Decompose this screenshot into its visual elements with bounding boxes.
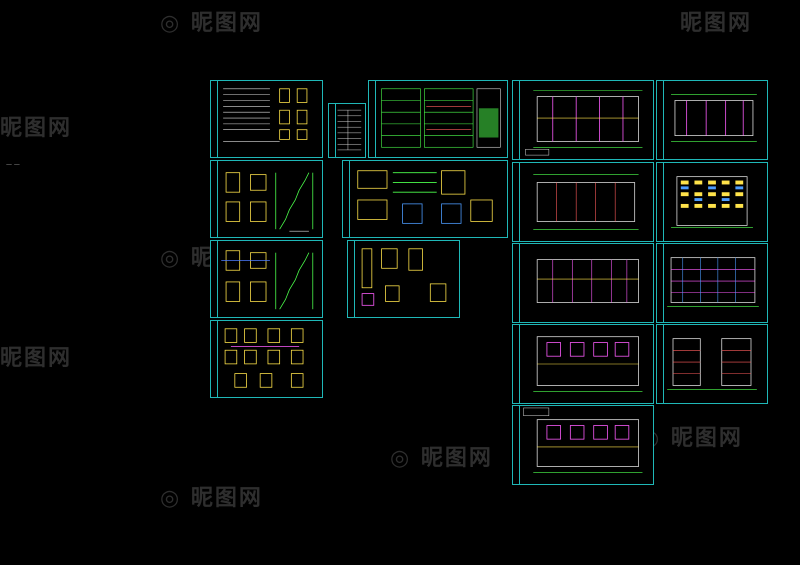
watermark: ◎ 昵图网 xyxy=(160,480,263,512)
stair-drawing xyxy=(225,172,314,232)
watermark-text: 昵图网 xyxy=(0,116,73,141)
sheet-details[interactable] xyxy=(342,160,508,238)
watermark: 昵图网 xyxy=(680,5,752,37)
sheet-details[interactable] xyxy=(347,240,460,318)
details-drawing xyxy=(357,170,493,224)
sheet-stair-details[interactable] xyxy=(210,240,323,318)
floor-plan-drawing xyxy=(523,407,643,473)
watermark-text: 昵图网 xyxy=(190,11,263,36)
elevation-drawing xyxy=(667,257,759,307)
sheet-details[interactable] xyxy=(210,320,323,398)
sheet-schedule[interactable] xyxy=(368,80,508,158)
watermark: 昵图网 xyxy=(0,110,72,142)
watermark: 昵图网 xyxy=(0,340,72,372)
watermark-text: 昵图网 xyxy=(680,11,753,36)
sheet-floor-plan[interactable] xyxy=(512,162,654,242)
floor-plan-drawing xyxy=(533,174,639,230)
sheet-elevation[interactable] xyxy=(656,243,768,323)
notes-drawing xyxy=(223,88,308,142)
sheet-floor-plan[interactable] xyxy=(512,324,654,404)
schedule-drawing xyxy=(381,88,501,148)
sheet-table[interactable] xyxy=(328,103,366,158)
section-drawing xyxy=(667,338,757,390)
floor-plan-drawing xyxy=(536,259,639,303)
watermark: ◎ 昵图网 xyxy=(160,5,263,37)
watermark-text: 昵图网 xyxy=(0,346,73,371)
floor-plan-drawing xyxy=(525,90,643,156)
watermark-logo-icon: ◎ xyxy=(160,486,182,511)
floor-plan-drawing xyxy=(533,336,643,392)
sheet-notes[interactable] xyxy=(210,80,323,158)
sheet-stair-details[interactable] xyxy=(210,160,323,238)
watermark-text: 昵图网 xyxy=(670,426,743,451)
floor-plan-drawing xyxy=(671,94,757,142)
watermark-logo-icon: ◎ xyxy=(160,246,182,271)
sheet-floor-plan[interactable] xyxy=(512,80,654,160)
watermark: ◎ 昵图网 xyxy=(390,440,493,472)
sheet-floor-plan[interactable] xyxy=(512,243,654,323)
watermark-logo-icon: ◎ xyxy=(390,446,412,471)
sheet-floor-plan[interactable] xyxy=(656,80,768,160)
watermark-logo-icon: ◎ xyxy=(160,11,182,36)
stair-drawing xyxy=(221,250,314,310)
watermark-text: 昵图网 xyxy=(190,486,263,511)
sheet-elevation[interactable] xyxy=(656,162,768,242)
elevation-drawing xyxy=(671,176,753,228)
table-drawing xyxy=(337,109,362,151)
watermark: ◎ 昵图网 xyxy=(640,420,743,452)
details-drawing xyxy=(361,248,447,306)
details-drawing xyxy=(224,328,304,388)
sheet-section[interactable] xyxy=(656,324,768,404)
sheet-floor-plan[interactable] xyxy=(512,405,654,485)
watermark-text: 昵图网 xyxy=(420,446,493,471)
side-label: — — xyxy=(6,161,20,168)
